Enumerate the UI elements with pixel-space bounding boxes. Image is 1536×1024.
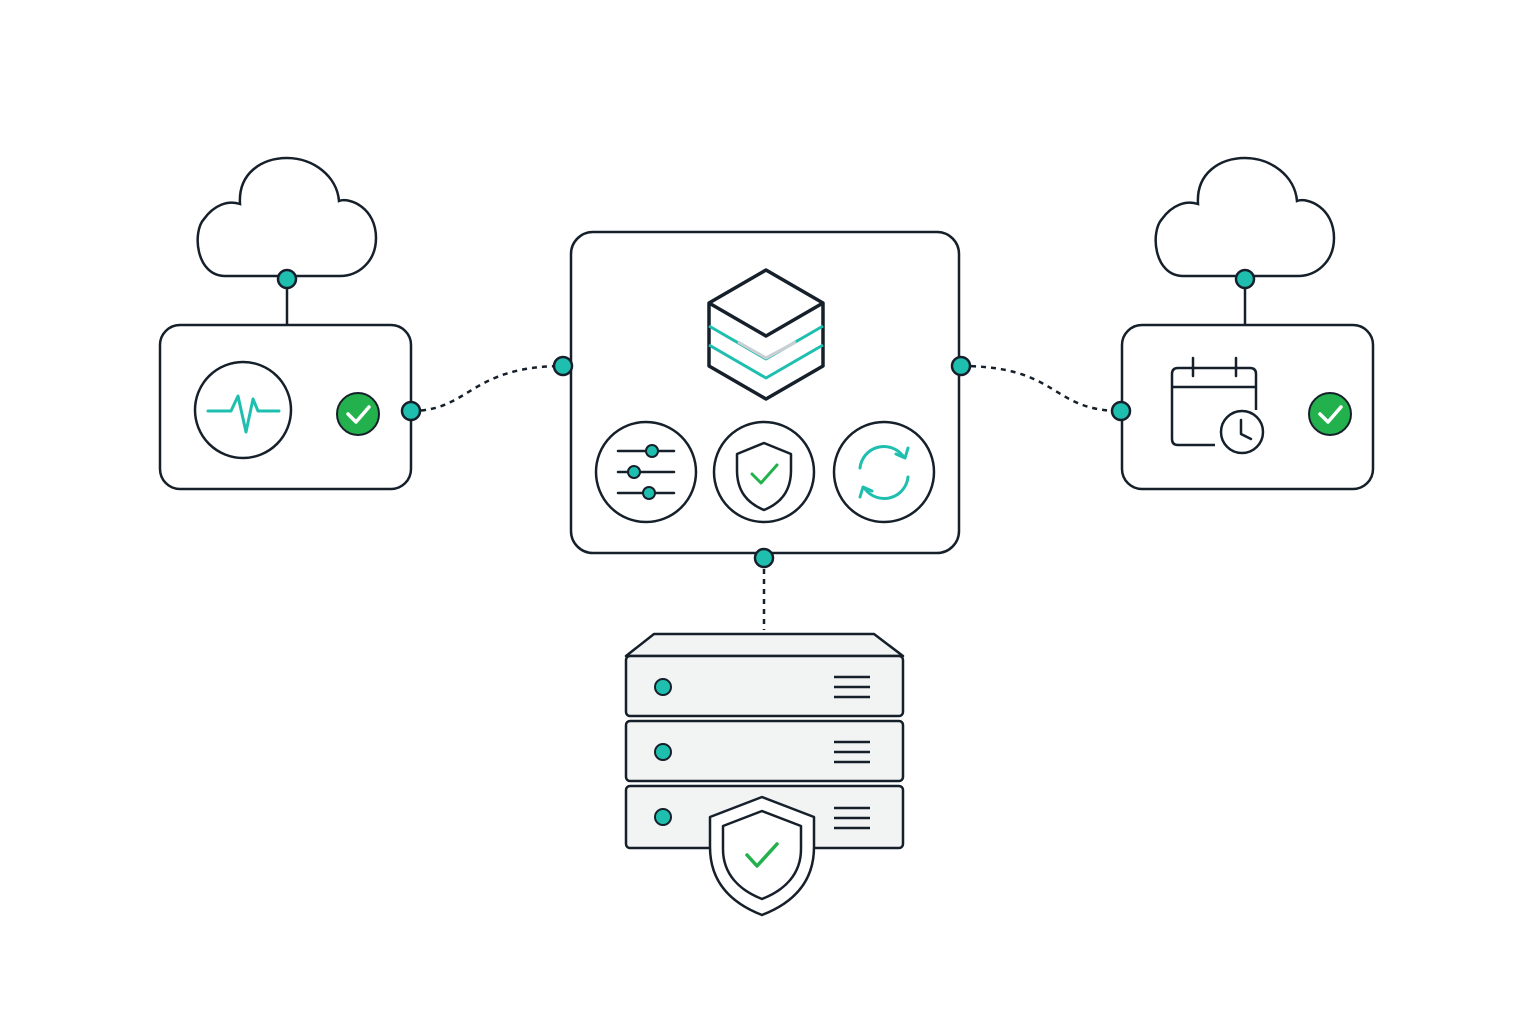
cloud-icon bbox=[196, 156, 378, 278]
shield-check-icon[interactable] bbox=[712, 420, 816, 524]
calendar-clock-icon bbox=[1170, 356, 1265, 455]
port-dot bbox=[552, 355, 574, 377]
server-stack-icon bbox=[624, 632, 905, 917]
server-unit bbox=[624, 719, 905, 783]
port-dot bbox=[950, 355, 972, 377]
link-center-to-right bbox=[960, 364, 1122, 413]
sliders-icon[interactable] bbox=[594, 420, 698, 524]
layered-cube-icon bbox=[707, 268, 825, 401]
port-dot bbox=[753, 547, 775, 569]
right-panel bbox=[1120, 323, 1375, 491]
cloud-icon bbox=[1154, 156, 1336, 278]
port-dot bbox=[1234, 268, 1256, 290]
port-dot bbox=[276, 268, 298, 290]
heartbeat-icon bbox=[193, 360, 293, 460]
left-panel bbox=[158, 323, 413, 491]
shield-check-icon bbox=[708, 795, 816, 917]
server-unit bbox=[624, 654, 905, 718]
check-circle-icon bbox=[336, 392, 380, 436]
connection-ports bbox=[276, 268, 1256, 569]
refresh-icon[interactable] bbox=[832, 420, 936, 524]
check-circle-icon bbox=[1308, 392, 1352, 436]
port-dot bbox=[400, 400, 422, 422]
port-dot bbox=[1110, 400, 1132, 422]
center-panel bbox=[569, 230, 961, 555]
link-left-to-center bbox=[410, 364, 564, 413]
